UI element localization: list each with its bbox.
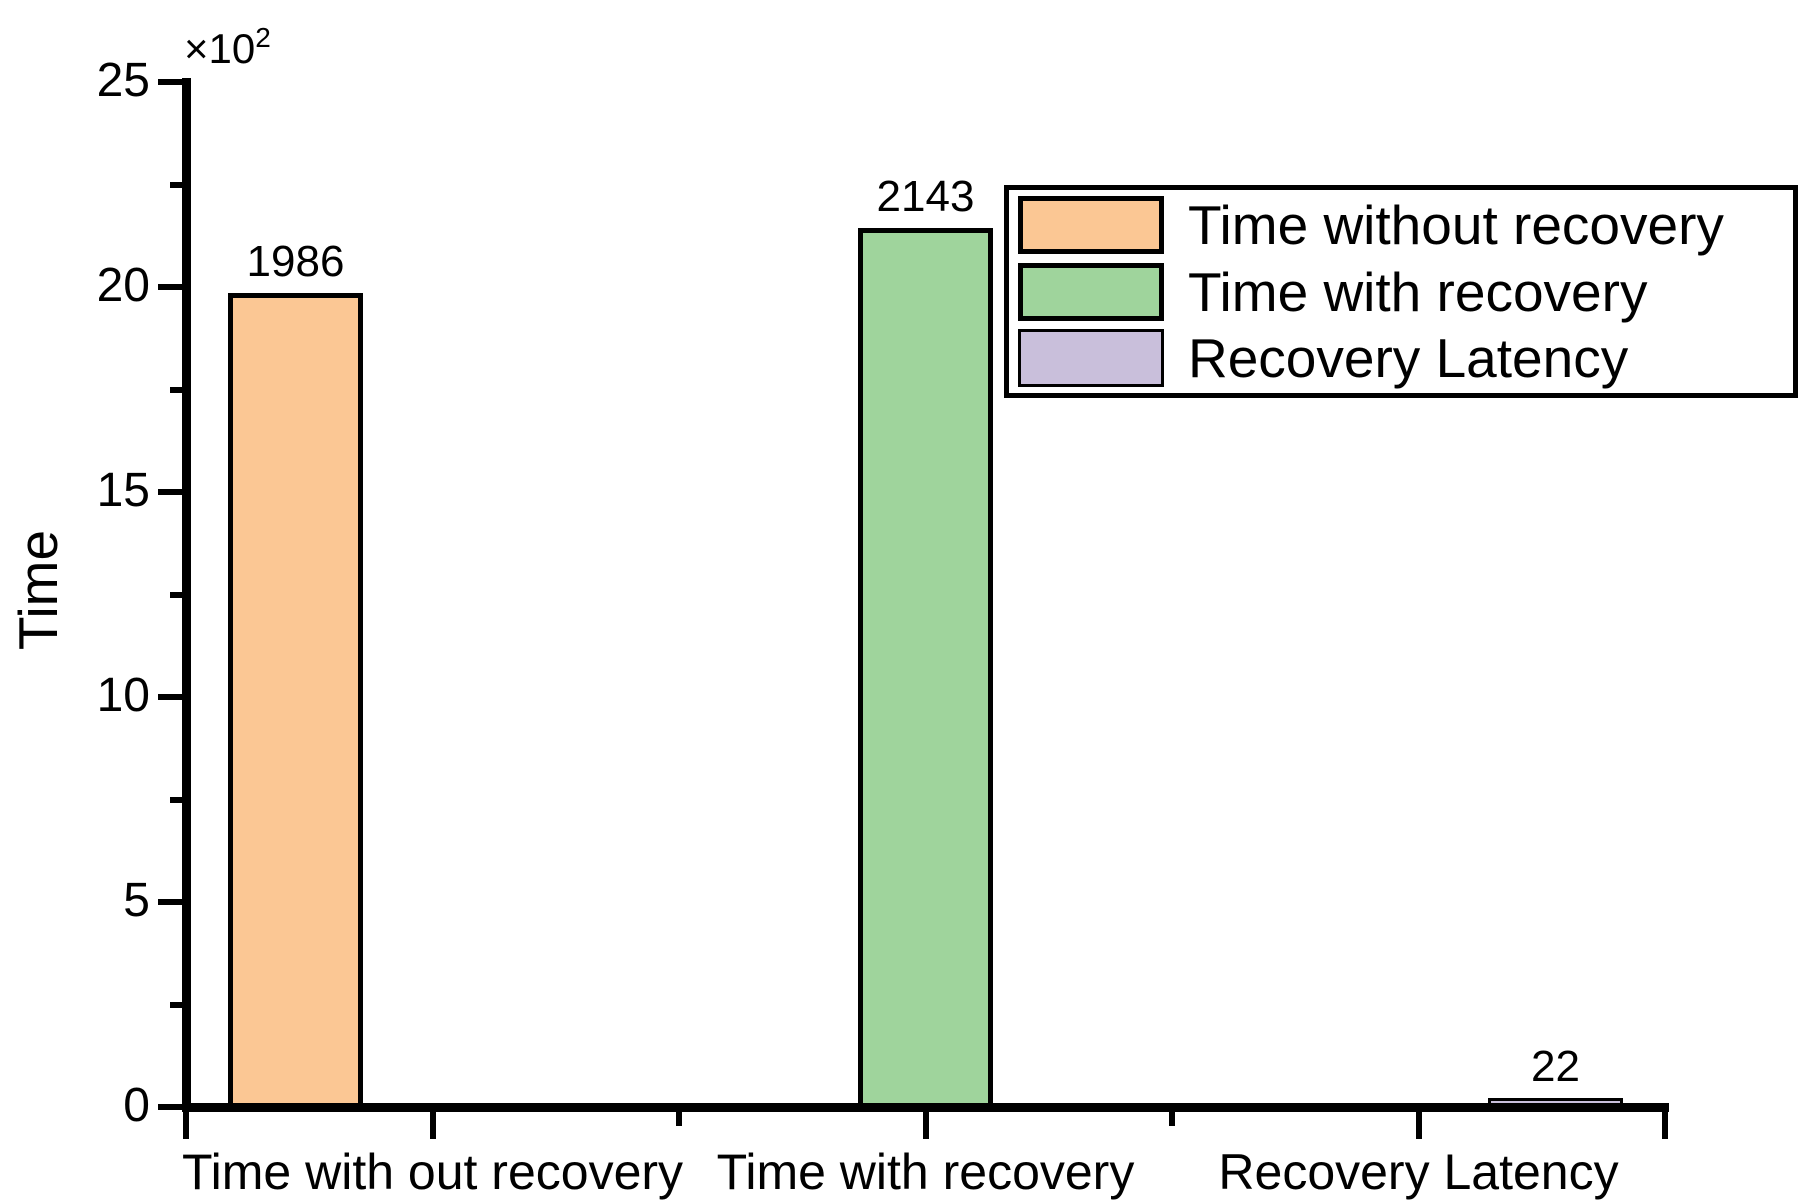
y-tick-label: 20 — [96, 259, 150, 312]
y-minor-tick — [170, 796, 182, 803]
y-axis-line — [182, 78, 191, 1112]
y-tick-label: 15 — [96, 464, 150, 517]
bar-value-label: 1986 — [246, 236, 345, 286]
y-major-tick — [158, 1104, 182, 1110]
bar — [858, 228, 993, 1112]
legend-label: Time with recovery — [1188, 260, 1648, 323]
legend-label: Time without recovery — [1188, 194, 1724, 257]
x-category-label: Time with out recovery — [181, 1144, 684, 1200]
y-major-tick — [158, 489, 182, 495]
x-major-tick — [183, 1105, 189, 1139]
legend-swatch — [1018, 196, 1164, 255]
bar — [228, 292, 363, 1112]
y-major-tick — [158, 899, 182, 905]
y-major-tick — [158, 694, 182, 700]
y-axis-title: Time — [7, 529, 69, 651]
y-major-tick — [158, 284, 182, 290]
y-axis-multiplier-base: ×10 — [184, 25, 256, 72]
x-major-tick — [1415, 1105, 1422, 1139]
y-tick-label: 5 — [123, 874, 150, 927]
x-minor-tick — [1169, 1105, 1175, 1126]
y-tick-label: 0 — [123, 1079, 150, 1132]
y-minor-tick — [170, 591, 182, 598]
legend-label: Recovery Latency — [1188, 326, 1629, 389]
y-axis-multiplier: ×102 — [184, 16, 271, 71]
x-major-tick — [922, 1105, 929, 1139]
x-category-label: Time with recovery — [716, 1144, 1135, 1200]
x-category-label: Recovery Latency — [1218, 1144, 1619, 1200]
bar-value-label: 22 — [1531, 1041, 1580, 1091]
y-minor-tick — [170, 181, 182, 188]
x-minor-tick — [676, 1105, 682, 1126]
legend-swatch — [1018, 262, 1164, 321]
y-minor-tick — [170, 386, 182, 393]
y-tick-label: 10 — [96, 669, 150, 722]
legend-item: Time without recovery — [1018, 192, 1793, 258]
legend-item: Recovery Latency — [1018, 325, 1793, 391]
y-major-tick — [158, 79, 182, 85]
x-axis-line — [182, 1103, 1669, 1112]
y-axis-multiplier-exponent: 2 — [255, 22, 271, 53]
y-minor-tick — [170, 1001, 182, 1008]
x-major-tick — [429, 1105, 436, 1139]
legend-swatch — [1018, 328, 1164, 387]
y-tick-label: 25 — [96, 54, 150, 107]
x-major-tick — [1662, 1105, 1668, 1139]
legend-item: Time with recovery — [1018, 259, 1793, 325]
bar-value-label: 2143 — [876, 172, 975, 222]
